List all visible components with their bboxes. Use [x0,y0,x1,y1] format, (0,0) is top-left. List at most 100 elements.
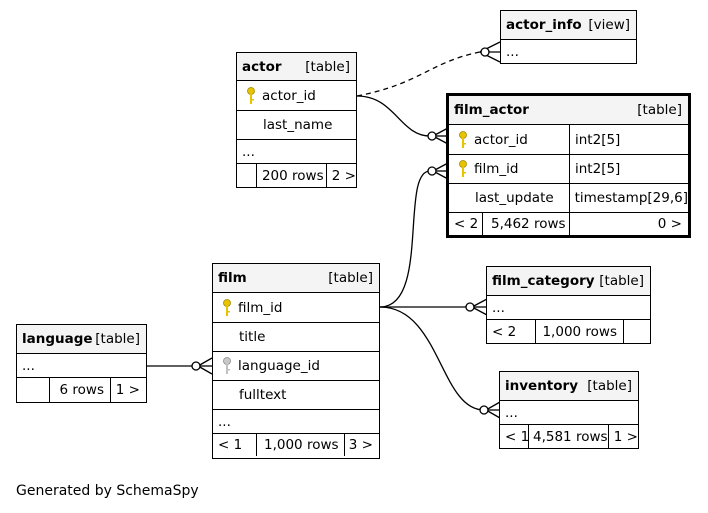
row-count: 1,000 rows [256,434,344,456]
column-row: ... [487,296,650,320]
primary-key-icon [452,130,474,149]
table-name: language [22,331,93,347]
column-row: film_id [213,293,379,323]
column-name: ... [242,143,255,160]
column-type: timestamp[29,6] [568,184,688,212]
table-name: actor [242,58,282,75]
column-name: film_id [474,161,519,177]
column-row: actor_id [237,81,356,111]
optional-marker-inventory [479,405,489,415]
column-type: int2[5] [569,125,688,154]
column-name: last_name [263,117,333,133]
table-name: film_category [492,273,595,289]
table-kind: [table] [637,102,682,118]
column-type: int2[5] [569,155,688,183]
children-link[interactable]: 2 > [325,164,356,187]
table-language[interactable]: language [table] ... 6 rows 1 > [16,324,147,403]
table-film-category[interactable]: film_category [table] ... < 2 1,000 rows [486,266,651,344]
table-name: inventory [505,378,578,394]
row-count: 4,581 rows [528,425,608,448]
primary-key-icon [240,86,262,105]
table-film-actor[interactable]: film_actor [table] actor_id int2[5] film… [446,93,691,238]
column-row: language_id [213,352,379,381]
table-stats: 6 rows 1 > [17,378,146,402]
column-name-cell: actor_id [449,125,569,154]
table-kind: [table] [587,378,632,394]
column-name-cell: language_id [213,352,320,380]
row-count: 5,462 rows [482,213,569,235]
column-name: ... [492,299,505,316]
table-kind: [table] [305,58,350,75]
table-stats: 200 rows 2 > [237,164,356,187]
table-header: film [table] [213,264,379,293]
optional-marker-film-category [465,302,475,312]
column-name: actor_id [262,87,316,104]
column-name: last_update [475,190,554,206]
foreign-key-icon [216,357,238,375]
column-row: fulltext [213,381,379,410]
column-row: title [213,323,379,352]
table-actor[interactable]: actor [table] actor_id last_name ... 200… [236,52,357,188]
parents-link[interactable]: < 2 [454,216,479,232]
table-stats: < 2 1,000 rows [487,320,650,343]
table-header: film_actor [table] [449,96,688,125]
connector-film-to-inventory [379,306,485,411]
column-name-cell: film_id [449,155,569,183]
column-name: film_id [238,299,283,316]
table-film[interactable]: film [table] film_id title language_id f… [212,263,380,459]
optional-marker-film-actor-film [427,166,437,176]
parents-cell [17,378,49,402]
table-name: film [218,270,247,286]
children-link[interactable]: 3 > [344,434,379,456]
table-header: inventory [table] [500,372,638,401]
optional-marker-film-language [191,361,201,371]
parents-link[interactable]: < 1 [505,428,530,445]
column-name: title [239,329,266,345]
table-kind: [table] [599,273,644,289]
row-count: 6 rows [49,378,110,402]
column-name: ... [506,44,519,60]
column-row: ... [213,410,379,434]
parents-link[interactable]: < 1 [218,437,243,453]
parents-cell [237,164,256,187]
primary-key-icon [452,160,474,178]
column-row: actor_id int2[5] [449,125,688,155]
table-actor-info[interactable]: actor_info [view] ... [500,10,637,64]
table-kind: [table] [95,331,140,347]
crowfoot-film-category-3 [471,306,488,316]
optional-marker-film-actor-actor [427,131,437,141]
column-name: language_id [238,358,320,374]
table-inventory[interactable]: inventory [table] ... < 1 4,581 rows 1 > [499,371,639,449]
primary-key-icon [216,298,238,317]
column-row: ... [237,140,356,164]
table-header: language [table] [17,325,146,354]
column-name: ... [505,404,518,421]
column-name: fulltext [239,387,287,403]
column-name-cell: actor_id [237,81,316,110]
table-name: film_actor [454,102,529,118]
connector-actor-to-actor-info [356,51,481,97]
column-name: ... [218,413,231,430]
crowfoot-film-category-1 [471,298,488,308]
table-header: film_category [table] [487,267,650,296]
column-row: last_update timestamp[29,6] [449,184,688,213]
table-stats: < 1 1,000 rows 3 > [213,434,379,456]
table-header: actor_info [view] [501,11,636,40]
column-row: ... [17,354,146,378]
optional-marker-actor-info [480,47,490,57]
table-kind: [view] [588,17,630,33]
column-row: ... [501,40,636,64]
children-link[interactable]: 1 > [607,425,638,448]
column-row: ... [500,401,638,425]
table-name: actor_info [506,17,582,33]
children-link[interactable]: 1 > [110,378,146,402]
column-name: actor_id [474,131,528,148]
table-stats: < 2 5,462 rows 0 > [449,213,688,235]
children-link[interactable]: 0 > [569,213,688,235]
parents-link[interactable]: < 2 [492,323,517,340]
connector-film-to-film-actor [379,170,431,308]
connector-actor-to-film-actor [356,95,431,137]
table-kind: [table] [328,270,373,286]
row-count: 200 rows [255,164,326,187]
